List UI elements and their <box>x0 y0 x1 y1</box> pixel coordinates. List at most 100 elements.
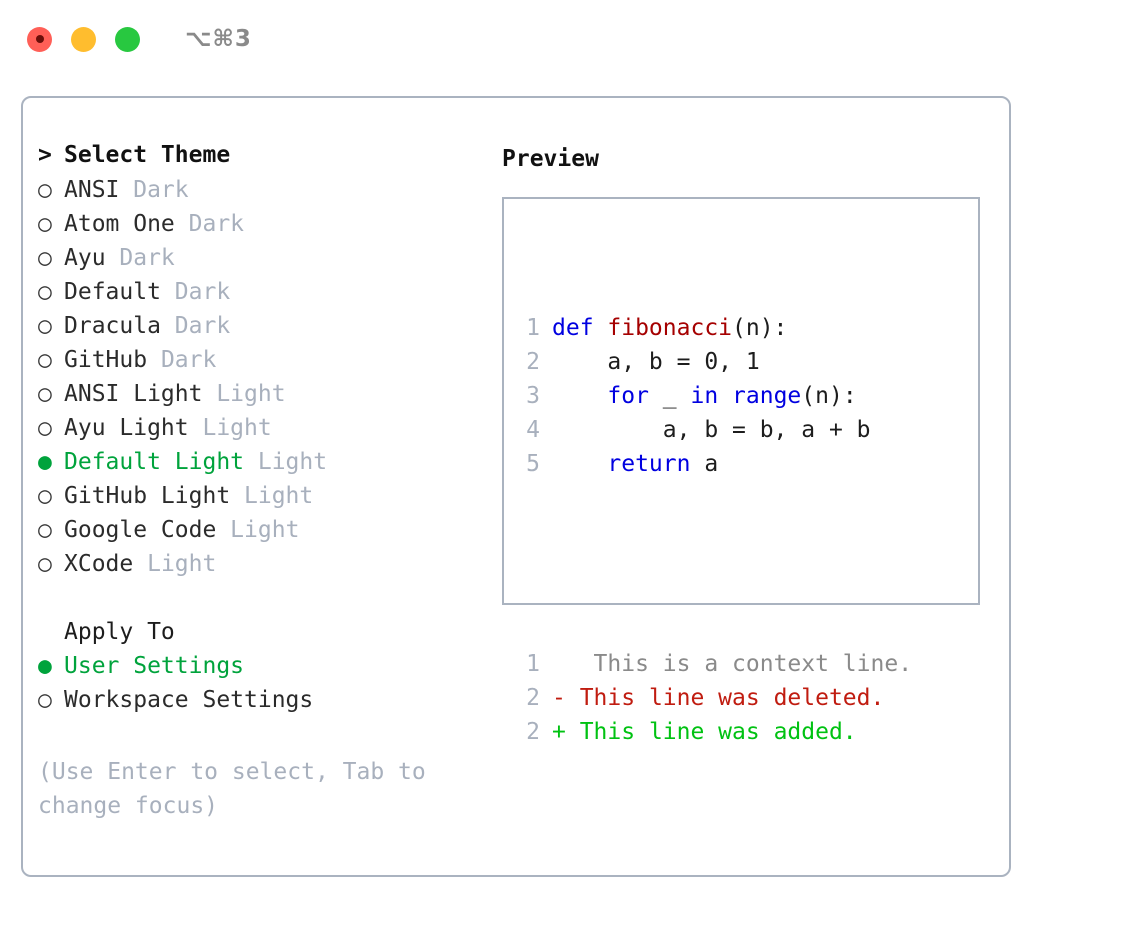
code-token-plain: a, b = 0, 1 <box>552 349 760 375</box>
theme-option-google-code[interactable]: ○ Google Code Light <box>38 517 488 551</box>
minimize-button[interactable] <box>71 26 96 52</box>
prompt-marker: > <box>38 142 52 168</box>
theme-option-label: ANSI Light <box>64 381 203 407</box>
code-token-plain: (n): <box>732 315 788 341</box>
radio-selected-icon[interactable]: ● <box>38 653 52 679</box>
apply-to-option-user-settings[interactable]: ● User Settings <box>38 653 488 687</box>
theme-option-dracula[interactable]: ○ Dracula Dark <box>38 313 488 347</box>
window-title-shortcut: ⌥⌘3 <box>185 26 252 52</box>
theme-option-label: Atom One <box>64 211 175 237</box>
theme-option-ayu-light[interactable]: ○ Ayu Light Light <box>38 415 488 449</box>
apply-to-option-workspace-settings[interactable]: ○ Workspace Settings <box>38 687 488 721</box>
radio-unselected-icon[interactable]: ○ <box>38 687 52 713</box>
theme-option-label: Ayu Light <box>64 415 189 441</box>
select-theme-heading-label: Select Theme <box>64 142 231 168</box>
radio-unselected-icon[interactable]: ○ <box>38 415 52 441</box>
theme-option-github-light[interactable]: ○ GitHub Light Light <box>38 483 488 517</box>
radio-unselected-icon[interactable]: ○ <box>38 279 52 305</box>
radio-unselected-icon[interactable]: ○ <box>38 313 52 339</box>
diff-text: This is a context line. <box>565 651 913 677</box>
theme-variant-badge: Light <box>188 415 272 441</box>
diff-text: This line was added. <box>565 719 857 745</box>
theme-option-atom-one[interactable]: ○ Atom One Dark <box>38 211 488 245</box>
theme-options-list[interactable]: ○ANSI Dark○Atom One Dark○Ayu Dark○Defaul… <box>38 177 488 585</box>
maximize-button[interactable] <box>115 26 140 52</box>
theme-option-github[interactable]: ○ GitHub Dark <box>38 347 488 381</box>
code-token-plain: _ <box>648 383 691 409</box>
theme-variant-badge: Light <box>216 517 300 543</box>
preview-title: Preview <box>502 146 599 172</box>
code-token-plain: a, b = b, a + b <box>552 417 871 443</box>
code-token-kw: return <box>607 451 691 477</box>
theme-option-ansi-light[interactable]: ○ ANSI Light Light <box>38 381 488 415</box>
close-button[interactable] <box>27 26 52 52</box>
code-token-kw: range <box>732 383 802 409</box>
radio-unselected-icon[interactable]: ○ <box>38 347 52 373</box>
apply-to-options-list[interactable]: ● User Settings ○ Workspace Settings <box>38 653 488 721</box>
theme-option-label: Ayu <box>64 245 106 271</box>
radio-unselected-icon[interactable]: ○ <box>38 381 52 407</box>
list-spacer <box>38 585 488 619</box>
theme-option-label: Default Light <box>64 449 245 475</box>
theme-variant-badge: Light <box>244 449 328 475</box>
theme-variant-badge: Dark <box>160 313 231 339</box>
radio-unselected-icon[interactable]: ○ <box>38 211 52 237</box>
radio-unselected-icon[interactable]: ○ <box>38 177 52 203</box>
diff-sample: 1 This is a context line. 2- This line wa… <box>518 647 912 749</box>
theme-option-label: Google Code <box>64 517 217 543</box>
theme-option-default[interactable]: ○Default Dark <box>38 279 488 313</box>
line-number: 2 <box>526 349 540 375</box>
theme-variant-badge: Dark <box>174 211 245 237</box>
diff-sign <box>552 647 566 681</box>
apply-to-marker-placeholder: ○ <box>38 621 64 644</box>
radio-unselected-icon[interactable]: ○ <box>38 517 52 543</box>
line-number: 2 <box>526 685 540 711</box>
radio-selected-icon[interactable]: ● <box>38 449 52 475</box>
code-diff-separator <box>518 549 912 579</box>
code-token-kw: for <box>607 383 649 409</box>
line-number: 2 <box>526 719 540 745</box>
code-token-plain: a <box>690 451 719 477</box>
radio-unselected-icon[interactable]: ○ <box>38 551 52 577</box>
theme-variant-badge: Light <box>202 381 286 407</box>
apply-to-heading-label: Apply To <box>64 619 175 645</box>
radio-unselected-icon[interactable]: ○ <box>38 483 52 509</box>
theme-option-ayu[interactable]: ○ Ayu Dark <box>38 245 488 279</box>
code-token-plain <box>552 379 607 413</box>
apply-to-option-label: Workspace Settings <box>64 687 314 713</box>
theme-option-default-light[interactable]: ● Default Light Light <box>38 449 488 483</box>
apply-to-option-label: User Settings <box>64 653 245 679</box>
theme-selector-panel: >Select Theme ○ANSI Dark○Atom One Dark○A… <box>21 96 1011 877</box>
theme-option-ansi[interactable]: ○ANSI Dark <box>38 177 488 211</box>
code-line: 4 a, b = b, a + b <box>518 413 912 447</box>
apply-to-heading: ○Apply To <box>38 619 488 653</box>
line-number: 1 <box>526 651 540 677</box>
theme-option-label: ANSI <box>64 177 120 203</box>
radio-unselected-icon[interactable]: ○ <box>38 245 52 271</box>
theme-variant-badge: Light <box>133 551 217 577</box>
code-line: 5 return a <box>518 447 912 481</box>
code-token-kw: def <box>552 315 608 341</box>
diff-text: This line was deleted. <box>565 685 885 711</box>
theme-option-label: Dracula <box>64 313 161 339</box>
code-line: 3 for _ in range(n): <box>518 379 912 413</box>
line-number: 3 <box>526 383 540 409</box>
theme-option-label: GitHub Light <box>64 483 231 509</box>
theme-variant-badge: Dark <box>160 279 231 305</box>
line-number: 1 <box>526 315 540 341</box>
line-number: 5 <box>526 451 540 477</box>
diff-line: 2- This line was deleted. <box>518 681 912 715</box>
theme-variant-badge: Dark <box>105 245 175 271</box>
theme-option-xcode[interactable]: ○XCode Light <box>38 551 488 585</box>
keyboard-hint: (Use Enter to select, Tab to change focu… <box>38 759 426 819</box>
theme-option-label: GitHub <box>64 347 148 373</box>
theme-variant-badge: Light <box>230 483 314 509</box>
theme-variant-badge: Dark <box>147 347 217 373</box>
code-token-plain: (n): <box>801 383 857 409</box>
code-token-plain <box>552 447 607 481</box>
